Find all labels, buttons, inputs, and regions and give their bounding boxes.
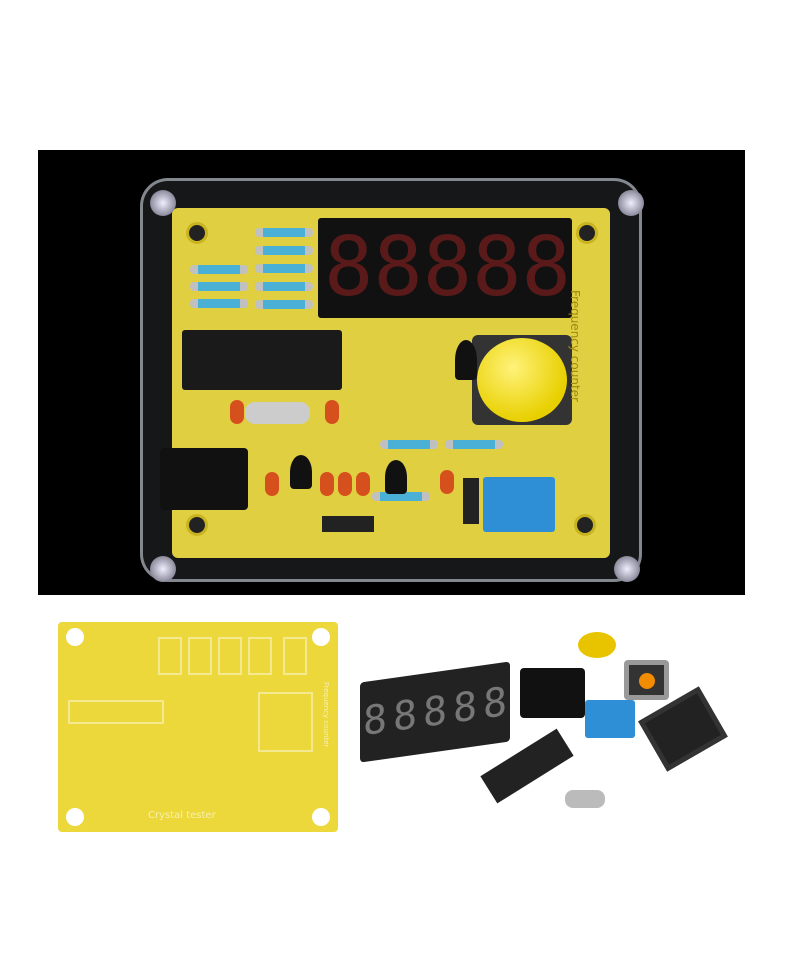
loose-dc-jack (520, 668, 585, 718)
loose-button-cap (578, 632, 616, 658)
screw-icon (150, 556, 176, 582)
mount-hole (576, 222, 598, 244)
loose-seven-segment-display: 8 8 8 8 8 (360, 661, 510, 763)
dc-power-jack (160, 448, 248, 510)
ic-footprint (68, 700, 164, 724)
resistor (190, 265, 248, 274)
mount-hole (574, 514, 596, 536)
display-digit: 8 (452, 683, 478, 733)
transistor (385, 460, 407, 494)
mount-hole (312, 808, 330, 826)
mount-hole (312, 628, 330, 646)
mount-hole (186, 222, 208, 244)
microcontroller-chip (182, 330, 342, 390)
pin-header (322, 516, 374, 532)
loose-push-button (624, 660, 669, 700)
display-digit: 8 (422, 687, 448, 737)
capacitor (320, 472, 334, 496)
mount-hole (66, 628, 84, 646)
display-footprint (218, 637, 242, 675)
display-digit: 8 (422, 220, 473, 315)
seven-segment-display: 8 8 8 8 8 (318, 218, 572, 318)
capacitor (356, 472, 370, 496)
resistor (445, 440, 503, 449)
display-footprint (283, 637, 307, 675)
pcb-board-label: Frequency counter (322, 682, 330, 748)
resistor (190, 282, 248, 291)
resistor (255, 264, 313, 273)
resistor (255, 282, 313, 291)
pin-header (463, 478, 479, 524)
capacitor (230, 400, 244, 424)
resistor (380, 440, 438, 449)
display-footprint (158, 637, 182, 675)
button-cap (477, 338, 567, 422)
crystal (245, 402, 310, 424)
display-digit: 8 (362, 695, 388, 746)
resistor (255, 228, 313, 237)
screw-icon (614, 556, 640, 582)
screw-terminal (483, 477, 555, 532)
display-footprint (248, 637, 272, 675)
display-digit: 8 (324, 220, 374, 315)
capacitor (440, 470, 454, 494)
screw-icon (150, 190, 176, 216)
display-digit: 8 (521, 220, 571, 315)
bare-pcb: Crystal tester Frequency counter (58, 622, 338, 832)
transistor (290, 455, 312, 489)
display-digit: 8 (482, 678, 508, 729)
display-digit: 8 (472, 220, 522, 315)
capacitor (325, 400, 339, 424)
screw-icon (618, 190, 644, 216)
pcb-label: Crystal tester (148, 810, 216, 821)
board-label: Frequency counter (568, 290, 582, 402)
resistor (255, 246, 313, 255)
mount-hole (186, 514, 208, 536)
display-digit: 8 (373, 220, 423, 315)
resistor (190, 299, 248, 308)
transistor (455, 340, 477, 380)
display-footprint (188, 637, 212, 675)
display-digit: 8 (392, 691, 418, 741)
resistor (372, 492, 430, 501)
resistor (255, 300, 313, 309)
loose-screw-terminal (585, 700, 635, 738)
loose-crystal (565, 790, 605, 808)
mount-hole (66, 808, 84, 826)
capacitor (338, 472, 352, 496)
button-footprint (258, 692, 313, 752)
capacitor (265, 472, 279, 496)
